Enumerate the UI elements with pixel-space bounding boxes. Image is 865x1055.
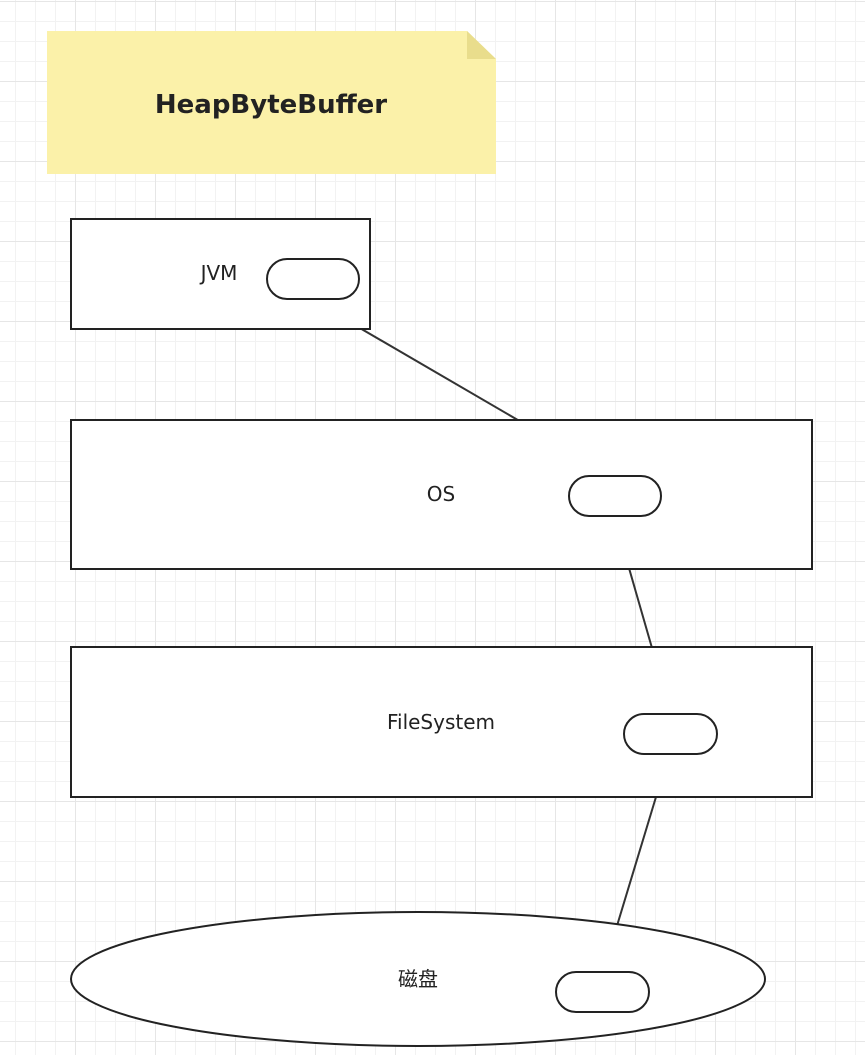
- disk-label: 磁盘: [398, 967, 438, 991]
- jvm-layer[interactable]: JVM: [70, 218, 371, 330]
- filesystem-layer[interactable]: FileSystem: [70, 646, 813, 798]
- os-box: [70, 419, 813, 570]
- disk-layer[interactable]: 磁盘: [70, 911, 766, 1047]
- sticky-note-title: HeapByteBuffer: [155, 90, 387, 120]
- disk-buffer-node[interactable]: [555, 971, 650, 1013]
- sticky-note-body: [47, 31, 496, 174]
- filesystem-buffer-node[interactable]: [623, 713, 718, 755]
- os-buffer-node[interactable]: [568, 475, 662, 517]
- jvm-buffer-node[interactable]: [266, 258, 360, 300]
- sticky-note-fold: [467, 31, 496, 59]
- os-layer[interactable]: OS: [70, 419, 813, 570]
- jvm-label: JVM: [199, 261, 238, 285]
- sticky-note[interactable]: HeapByteBuffer: [47, 31, 496, 174]
- filesystem-label: FileSystem: [387, 710, 495, 734]
- os-label: OS: [427, 482, 455, 506]
